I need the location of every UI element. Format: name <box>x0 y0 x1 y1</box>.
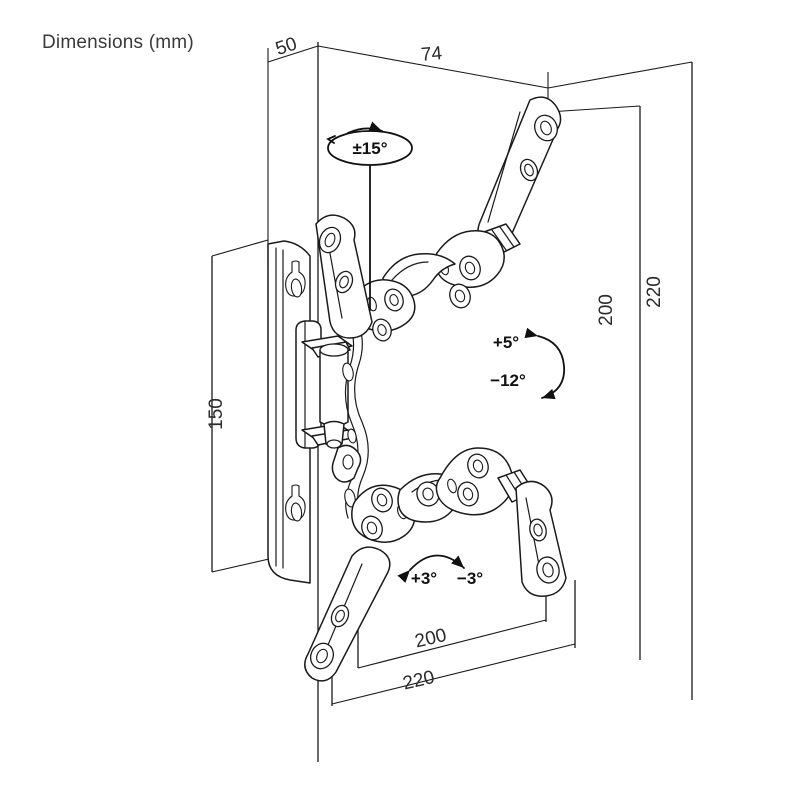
angle-rot-left-label: +3° <box>411 569 437 588</box>
wall-plate-keyhole-bottom <box>285 484 306 522</box>
upper-arm-assembly <box>315 96 562 342</box>
dim-label-50: 50 <box>273 34 300 61</box>
page-title: Dimensions (mm) <box>42 32 194 53</box>
upper-main-arm <box>315 214 373 339</box>
angle-rot-right-label: −3° <box>457 569 483 588</box>
rotation-angle-indicator: +3° −3° <box>397 554 483 588</box>
swivel-angle-indicator: ±15° <box>326 121 413 311</box>
lower-right-arm <box>515 480 567 597</box>
angle-tilt-down-label: −12° <box>490 371 526 390</box>
lower-wall-hinge <box>331 444 362 483</box>
lower-link-right <box>435 447 514 516</box>
dim-label-bottom-200: 200 <box>413 625 449 653</box>
dim-label-bottom-220: 220 <box>401 667 437 695</box>
vesa-plate <box>341 305 369 519</box>
pivot-column <box>295 320 355 449</box>
wall-plate-keyhole-top <box>285 260 306 298</box>
upper-outer-arm <box>477 96 562 248</box>
dim-label-right-220: 220 <box>644 276 665 308</box>
tilt-angle-indicator: +5° −12° <box>490 327 565 400</box>
dim-label-right-200: 200 <box>596 294 617 326</box>
dim-label-150: 150 <box>206 398 227 430</box>
angle-swivel-label: ±15° <box>352 139 387 158</box>
lower-arm-assembly <box>304 444 567 682</box>
dim-label-74: 74 <box>420 43 443 66</box>
lower-outer-arm <box>304 546 391 682</box>
upper-inner-link-right <box>433 230 505 309</box>
angle-tilt-up-label: +5° <box>493 333 519 352</box>
